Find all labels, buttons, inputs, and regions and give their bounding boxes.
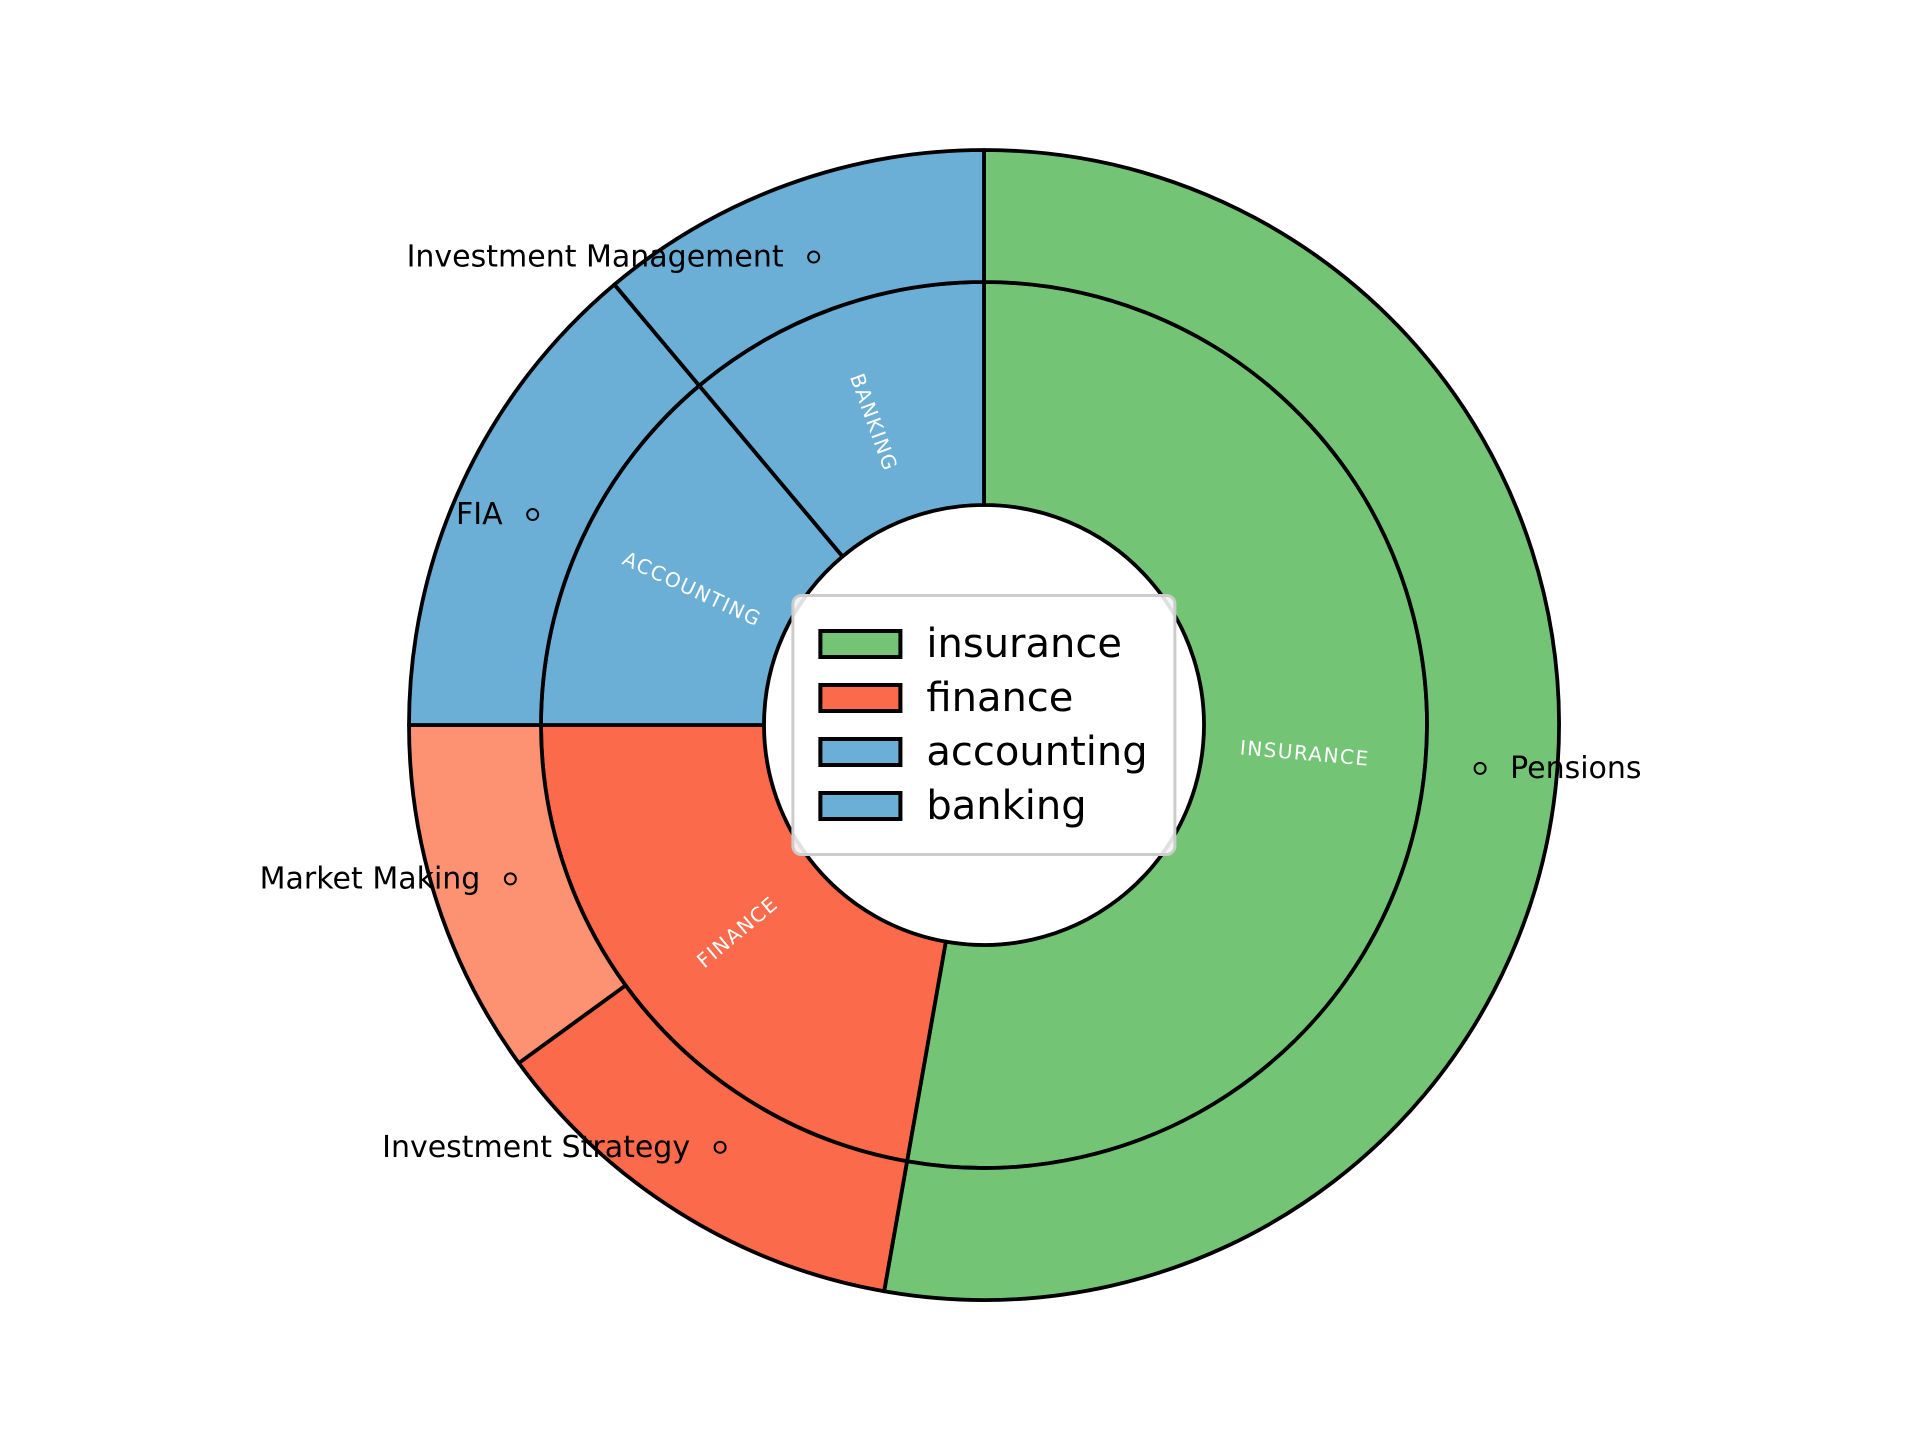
outer-label-investment-management: Investment Management xyxy=(407,240,784,275)
outer-label-fia: FIA xyxy=(456,497,503,532)
legend-label-accounting: accounting xyxy=(926,729,1148,775)
legend-item-accounting: accounting xyxy=(818,725,1148,779)
legend-item-insurance: insurance xyxy=(818,617,1147,671)
legend-swatch-insurance xyxy=(818,629,903,659)
label-marker-investment-management xyxy=(807,250,821,264)
legend-label-insurance: insurance xyxy=(926,621,1122,667)
legend-swatch-finance xyxy=(818,683,903,713)
outer-wedge-pensions xyxy=(882,148,1561,1302)
label-marker-investment-strategy xyxy=(713,1140,727,1154)
legend-swatch-banking xyxy=(818,791,903,821)
legend-swatch-accounting xyxy=(818,737,903,767)
legend: insurance finance accounting banking xyxy=(791,594,1177,856)
outer-label-market-making: Market Making xyxy=(260,861,481,896)
label-marker-pensions xyxy=(1473,761,1487,775)
outer-label-investment-strategy: Investment Strategy xyxy=(382,1130,690,1165)
outer-label-pensions: Pensions xyxy=(1510,751,1641,786)
legend-label-banking: banking xyxy=(926,783,1087,829)
legend-label-finance: finance xyxy=(926,675,1074,721)
outer-wedge-investment-management xyxy=(612,148,986,388)
legend-item-banking: banking xyxy=(818,779,1147,833)
label-marker-market-making xyxy=(503,872,517,886)
label-marker-fia xyxy=(526,508,540,522)
legend-item-finance: finance xyxy=(818,671,1147,725)
